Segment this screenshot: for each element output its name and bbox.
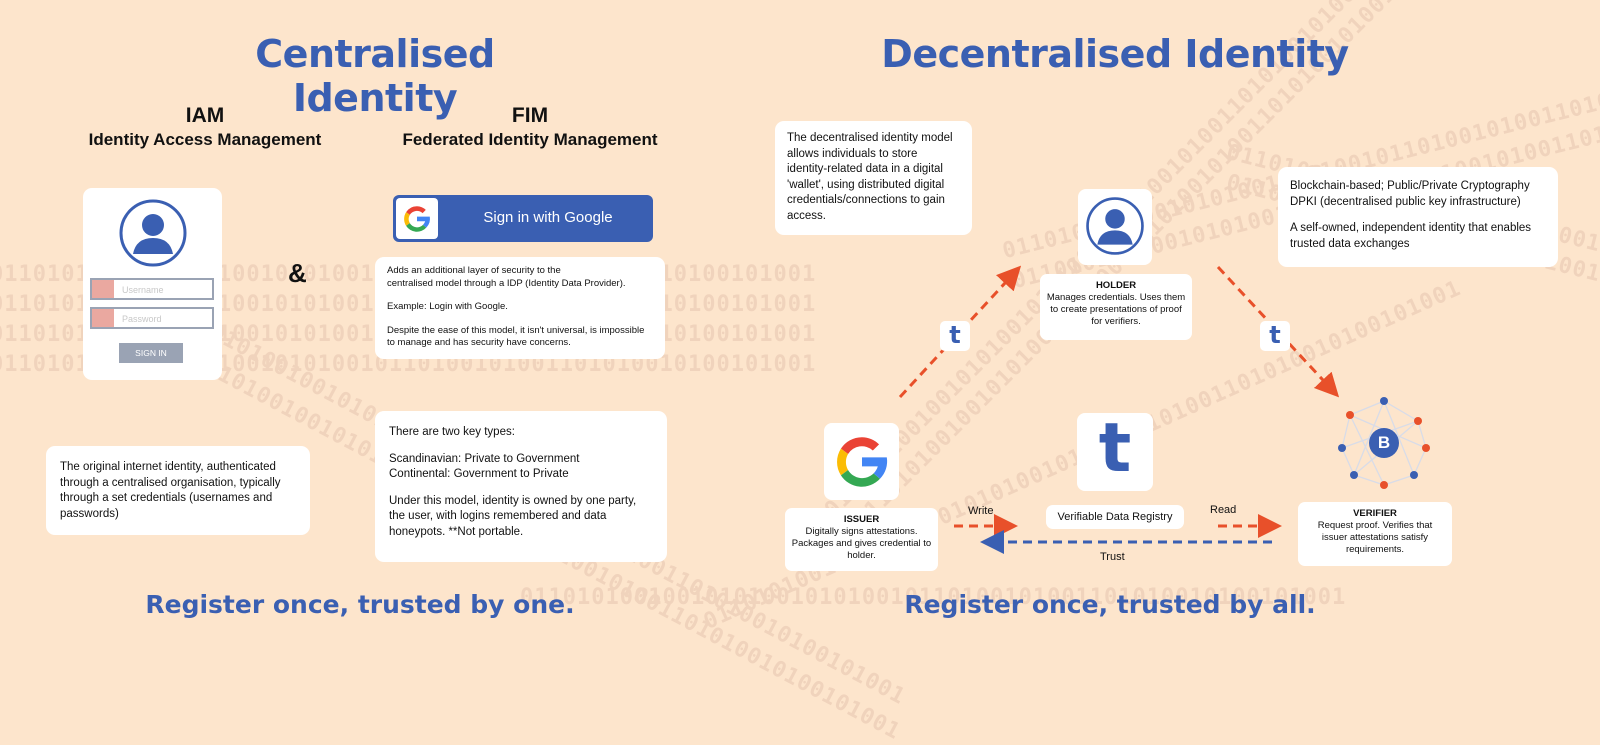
lock-icon xyxy=(92,309,114,327)
key-types-note: Under this model, identity is owned by o… xyxy=(389,494,637,538)
google-signin-button[interactable]: Sign in with Google xyxy=(393,195,653,242)
iam-abbr: IAM xyxy=(185,104,225,127)
fim-abbr: FIM xyxy=(511,104,549,127)
flow-arrows xyxy=(898,265,1340,554)
decentralised-title: Decentralised Identity xyxy=(881,32,1349,76)
holder-avatar-icon xyxy=(1086,197,1144,255)
registry-t-icon: t xyxy=(1098,409,1132,488)
tech-card: Blockchain-based; Public/Private Cryptog… xyxy=(1278,167,1558,267)
google-button-label: Sign in with Google xyxy=(483,209,613,226)
key-types-card: There are two key types: Scandinavian: P… xyxy=(375,411,667,562)
issuer-to-holder-arrow xyxy=(898,265,1022,399)
centralised-tagline: Register once, trusted by one. xyxy=(145,590,575,619)
login-form-card: Username Password SIGN IN xyxy=(83,188,222,380)
username-placeholder: Username xyxy=(122,285,164,295)
fim-full: Federated Identity Management xyxy=(402,130,658,149)
tech-line-2: A self-owned, independent identity that … xyxy=(1290,222,1532,250)
ampersand: & xyxy=(288,258,307,288)
write-label: Write xyxy=(968,505,994,517)
iam-description-card: The original internet identity, authenti… xyxy=(46,446,310,535)
google-g-icon xyxy=(837,437,888,487)
issuer-icon-box xyxy=(824,423,899,500)
fim-desc-3: Despite the ease of this model, it isn't… xyxy=(387,324,645,349)
password-placeholder: Password xyxy=(122,314,162,324)
token-badge-icon: t xyxy=(1260,321,1290,351)
decentralised-tagline: Register once, trusted by all. xyxy=(904,590,1316,619)
verifier-label: VERIFIER Request proof. Verifies that is… xyxy=(1298,502,1452,566)
verifier-title: VERIFIER xyxy=(1353,508,1397,519)
issuer-desc: Digitally signs attestations. Packages a… xyxy=(791,526,932,561)
signin-button[interactable]: SIGN IN xyxy=(119,343,183,363)
holder-desc: Manages credentials. Uses them to create… xyxy=(1046,292,1186,327)
read-label: Read xyxy=(1210,504,1237,516)
key-types-list: Scandinavian: Private to Government Cont… xyxy=(389,452,580,481)
holder-label: HOLDER Manages credentials. Uses them to… xyxy=(1040,274,1192,340)
verifier-desc: Request proof. Verifies that issuer atte… xyxy=(1317,520,1433,555)
verifier-b-glyph: B xyxy=(1377,433,1391,452)
fim-desc-2: Example: Login with Google. xyxy=(387,301,508,312)
fim-heading: FIM Federated Identity Management xyxy=(380,104,680,150)
fim-desc-1: Adds an additional layer of security to … xyxy=(387,265,626,289)
centralised-title: Centralised Identity xyxy=(255,32,495,120)
registry-title: Verifiable Data Registry xyxy=(1057,511,1173,523)
verifier-network-icon xyxy=(1338,397,1430,489)
google-logo-box xyxy=(396,198,438,239)
holder-to-verifier-arrow xyxy=(1216,265,1340,398)
registry-icon-box: t xyxy=(1077,409,1153,491)
tech-line-1: Blockchain-based; Public/Private Cryptog… xyxy=(1290,180,1530,208)
binary-watermark: 0110101001001010100101010010110100101001… xyxy=(520,585,1347,610)
holder-title: HOLDER xyxy=(1095,280,1137,291)
username-field[interactable]: Username xyxy=(90,278,214,300)
issuer-label: ISSUER Digitally signs attestations. Pac… xyxy=(785,508,938,571)
trust-label: Trust xyxy=(1100,551,1125,563)
holder-icon-box xyxy=(1078,189,1152,265)
fim-description-card: Adds an additional layer of security to … xyxy=(375,257,665,359)
google-g-icon xyxy=(404,206,430,232)
token-badge-icon: t xyxy=(940,321,970,351)
iam-full: Identity Access Management xyxy=(88,130,322,149)
issuer-title: ISSUER xyxy=(843,514,880,525)
password-field[interactable]: Password xyxy=(90,307,214,329)
key-types-intro: There are two key types: xyxy=(389,426,515,438)
intro-text: The decentralised identity model allows … xyxy=(787,132,953,222)
registry-label: Verifiable Data Registry xyxy=(1046,505,1184,529)
iam-description: The original internet identity, authenti… xyxy=(60,461,281,520)
user-field-icon xyxy=(92,280,114,298)
iam-heading: IAM Identity Access Management xyxy=(60,104,350,150)
intro-card: The decentralised identity model allows … xyxy=(775,121,972,235)
user-avatar-icon xyxy=(119,199,187,267)
